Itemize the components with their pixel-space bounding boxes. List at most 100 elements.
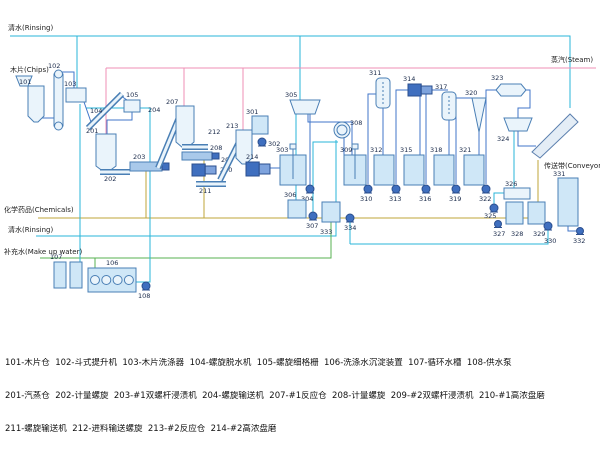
pipe-thickener-2-to-conveyor [517,131,536,147]
equip-label-302: 302 [268,140,280,148]
flow-label-chemicals: 化学药品(Chemicals) [4,205,74,214]
equip-108-water-supply-pump: 108 [138,281,151,300]
equip-label-301: 301 [246,108,258,116]
pipe-rinse-water-line [36,140,337,237]
equip-label-101: 101 [19,78,31,86]
equip-label-329: 329 [533,230,545,238]
equip-label-320: 320 [465,89,477,97]
equip-334-water-pump: 334 [344,213,356,232]
pipe-elevator-to-washer [58,71,75,88]
pipe-circulating-water-return [86,107,151,283]
legend-line-3: 211-螺旋输送机 212-进料输送螺旋 213-#2反应仓 214-#2高浓盘… [5,424,277,434]
flow-label-rinsing-mid: 清水(Rinsing) [8,225,53,234]
pipe-filtrate-to-pump-325 [493,192,504,204]
pipe-chest-312-to-refiner-314 [395,89,408,184]
equip-314-lc-refiner: 314 [403,75,433,97]
pipe-washer-to-dewaterer [83,101,92,123]
equip-label-103: 103 [64,80,76,88]
equip-label-318: 318 [430,146,442,154]
flow-label-conveyor: 传送带(Conveyor) [544,161,600,170]
equip-308-rotary-screen: 308 [333,119,362,139]
equip-label-102: 102 [48,62,60,70]
pipe-screen-to-steaming-bin [106,112,133,134]
equip-label-325: 325 [484,212,496,220]
equip-305-twin-wire-thickener-1: 305 [285,91,321,115]
equip-329-whitewater-tank-3: 329 [527,201,546,238]
equip-label-306: 306 [284,191,296,199]
equip-label-107: 107 [50,253,62,261]
equip-label-330: 330 [544,237,556,245]
equip-316-stock-pump: 316 [419,184,431,203]
legend-line-1: 101-木片仓 102-斗式提升机 103-木片洗涤器 104-螺旋脱水机 10… [5,358,512,368]
equip-208-metering-screw: 208 [182,144,222,152]
equip-306-whitewater-tank-1: 306 [284,191,307,219]
equip-311-pressure-screen-1: 311 [369,69,391,109]
equip-label-304: 304 [301,195,313,203]
equip-325-water-pump: 325 [484,203,499,220]
equip-label-324: 324 [497,135,509,143]
equip-211-screw-conveyor: 211 [196,181,226,195]
equip-201-steaming-bin: 201 [86,127,117,173]
equip-318-clean-stock-chest: 318 [430,146,455,186]
equip-214-hc-refiner-2: 214 [245,153,271,177]
equip-label-303: 303 [276,146,288,154]
equip-label-106: 106 [106,259,118,267]
equip-330-water-pump: 330 [543,221,556,245]
equip-label-314: 314 [403,75,415,83]
process-diagram: 1011021031041051061071082012022032042072… [4,23,600,300]
equip-label-328: 328 [511,230,523,238]
equip-307-water-pump: 307 [306,211,318,230]
pipe-whitewater-return [350,230,549,245]
flow-label-steam: 蒸汽(Steam) [551,55,593,64]
equip-label-204: 204 [148,106,160,114]
equip-label-319: 319 [449,195,461,203]
equip-106-wash-water-settling: 106 [87,259,137,293]
equip-label-203: 203 [133,153,145,161]
flow-label-makeup-water: 补充水(Make up water) [4,247,82,256]
pipe-hex-screen-to-thickener-2 [517,89,531,118]
equip-203-twin-screw-impregnator-1: 203 [129,153,170,172]
equip-label-322: 322 [479,195,491,203]
equipment-legend: 101-木片仓 102-斗式提升机 103-木片洗涤器 104-螺旋脱水机 10… [5,336,599,450]
equip-label-327: 327 [493,230,505,238]
equip-319-stock-pump: 319 [449,184,461,203]
pipe-water-main-top [10,35,571,108]
equip-103-chip-washer: 103 [64,80,87,103]
legend-line-2: 201-汽蒸仓 202-计量螺旋 203-#1双螺杆浸渍机 204-螺旋输送机 … [5,391,545,401]
equip-320-cleaner: 320 [465,89,487,133]
equip-label-321: 321 [459,146,471,154]
equip-label-201: 201 [86,127,98,135]
equip-label-313: 313 [389,195,401,203]
equip-label-332: 332 [573,237,585,245]
equip-321-final-stock-chest: 321 [459,146,485,186]
equip-202-metering-screw: 202 [100,169,130,183]
equip-label-334: 334 [344,224,356,232]
equip-313-stock-pump: 313 [389,184,401,203]
equip-101-wood-chip-bin: 101 [19,78,45,123]
equip-105-fine-screen: 105 [123,91,141,113]
equip-label-211: 211 [199,187,211,195]
equip-326-filter-screen: 326 [503,180,531,200]
equip-331-storage-chest: 331 [553,170,579,227]
equip-label-305: 305 [285,91,297,99]
equip-discharge-conveyor [531,113,579,159]
equip-328-whitewater-tank-2: 328 [505,201,524,238]
equip-309-washed-stock-chest: 309 [340,143,367,186]
equip-333-whitewater-tank-4: 333 [320,201,341,236]
equip-303-latency-chest: 303 [276,143,307,186]
equip-label-108: 108 [138,292,150,300]
pipe-chest-321-to-hex-screen [485,89,496,184]
equip-label-213: 213 [226,122,238,130]
equip-label-311: 311 [369,69,381,77]
pipe-thickener-1-to-chest-309 [307,112,353,155]
equip-label-323: 323 [491,74,503,82]
equip-102-bucket-elevator: 102 [48,62,64,131]
equip-323-hexagonal-screen: 323 [491,74,527,97]
equip-label-316: 316 [419,195,431,203]
equip-label-105: 105 [126,91,138,99]
equip-312-accepts-chest-1: 312 [370,146,395,186]
equip-label-326: 326 [505,180,517,188]
equip-label-312: 312 [370,146,382,154]
flow-label-rinsing-top: 清水(Rinsing) [8,23,53,32]
